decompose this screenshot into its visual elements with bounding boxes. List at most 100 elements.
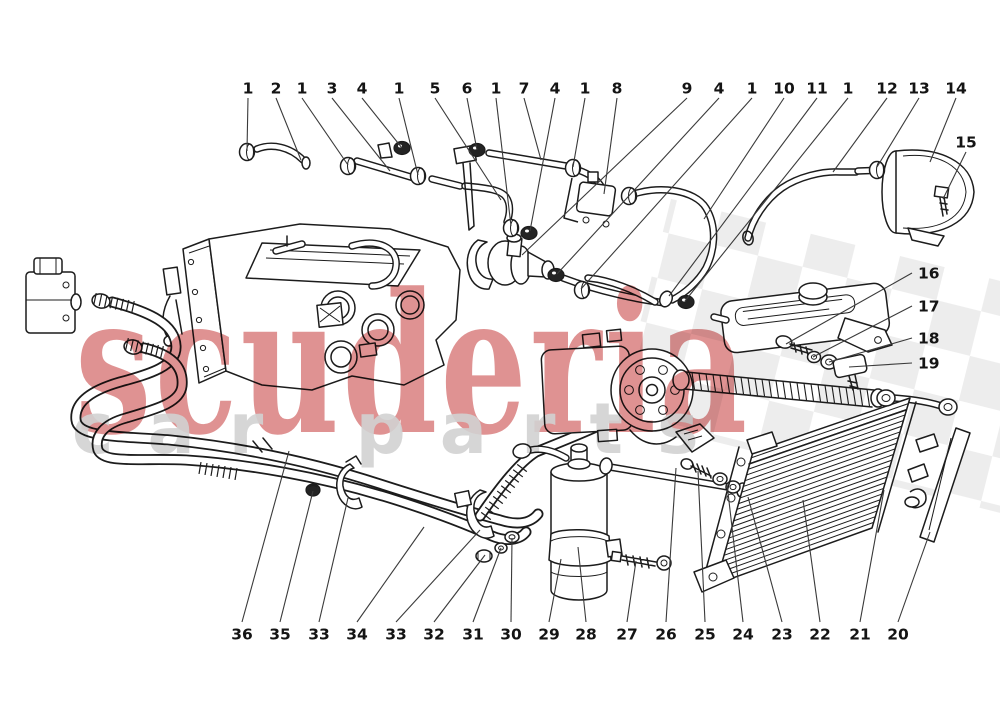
leader-line-part-12	[832, 97, 888, 173]
leader-line-part-28	[577, 546, 587, 623]
callout-number-28: 28	[575, 626, 597, 644]
callout-number-4: 4	[550, 80, 561, 98]
leader-line-part-13	[876, 97, 920, 168]
expansion-valve-illustration	[25, 257, 82, 334]
callout-number-1: 1	[394, 80, 405, 98]
callout-number-1: 1	[243, 80, 254, 98]
callout-number-25: 25	[694, 626, 716, 644]
leader-line-part-31	[472, 547, 502, 623]
callout-number-17: 17	[918, 298, 940, 316]
callout-number-7: 7	[519, 80, 530, 98]
leader-line-part-10	[703, 97, 785, 220]
callout-number-1: 1	[491, 80, 502, 98]
callout-number-35: 35	[269, 626, 291, 644]
leader-line-part-33	[318, 497, 349, 623]
leader-line-part-11	[668, 97, 818, 297]
leader-line-part-1	[246, 97, 249, 152]
callout-number-24: 24	[732, 626, 754, 644]
callout-number-32: 32	[423, 626, 445, 644]
evaporator-unit-illustration	[162, 223, 461, 391]
leader-line-part-19	[848, 362, 913, 368]
leader-line-part-18	[828, 337, 913, 363]
leader-line-part-15	[942, 151, 967, 200]
callout-number-14: 14	[945, 80, 967, 98]
leader-line-part-21	[859, 489, 885, 623]
leader-line-part-2	[275, 97, 302, 161]
callout-number-20: 20	[887, 626, 909, 644]
header-tank-illustration	[710, 282, 893, 391]
callout-number-11: 11	[806, 80, 828, 98]
leader-line-part-1	[684, 97, 849, 302]
callout-number-4: 4	[714, 80, 725, 98]
leader-line-part-8	[603, 97, 618, 195]
brand-watermark: scuderia car parts	[72, 252, 750, 479]
leader-line-part-23	[747, 496, 783, 623]
checkered-flag-watermark	[616, 198, 1000, 514]
callout-number-34: 34	[346, 626, 368, 644]
leader-line-part-33	[395, 529, 481, 623]
leader-line-part-4	[529, 97, 556, 232]
leader-line-part-24	[726, 483, 744, 623]
leader-line-part-20	[897, 531, 931, 623]
leader-line-part-4	[556, 97, 720, 275]
callout-number-22: 22	[809, 626, 831, 644]
heater-valve-illustration	[466, 171, 670, 307]
leader-line-part-26	[665, 467, 677, 623]
leader-line-part-7	[523, 97, 542, 161]
leader-line-part-4	[361, 97, 403, 149]
leader-line-part-1	[301, 97, 349, 166]
callout-number-23: 23	[771, 626, 793, 644]
watermark-subtitle-text: car parts	[72, 388, 733, 470]
callout-number-33: 33	[308, 626, 330, 644]
callout-number-6: 6	[462, 80, 473, 98]
callout-number-33: 33	[385, 626, 407, 644]
callout-number-10: 10	[773, 80, 795, 98]
callout-number-19: 19	[918, 355, 940, 373]
callout-number-36: 36	[231, 626, 253, 644]
illustration	[25, 142, 975, 601]
callout-number-16: 16	[918, 265, 940, 283]
heater-hoses-illustration	[253, 142, 606, 231]
callout-number-30: 30	[500, 626, 522, 644]
receiver-drier-illustration	[305, 443, 748, 601]
callout-number-27: 27	[616, 626, 638, 644]
condenser-illustration	[693, 397, 971, 593]
callout-number-31: 31	[462, 626, 484, 644]
leader-line-part-22	[802, 499, 821, 623]
leader-line-part-5	[434, 97, 502, 201]
callout-number-8: 8	[612, 80, 623, 98]
callout-number-13: 13	[908, 80, 930, 98]
leader-line-part-27	[626, 560, 637, 623]
leader-line-part-30	[510, 537, 513, 623]
leader-line-part-35	[279, 490, 314, 623]
leader-line-part-1	[495, 97, 512, 227]
callout-number-3: 3	[327, 80, 338, 98]
callout-number-5: 5	[430, 80, 441, 98]
callout-number-1: 1	[297, 80, 308, 98]
leader-line-part-29	[548, 558, 562, 623]
leader-line-part-1	[398, 97, 419, 176]
callout-number-4: 4	[357, 80, 368, 98]
leader-line-part-36	[241, 450, 290, 623]
callout-number-26: 26	[655, 626, 677, 644]
callout-number-29: 29	[538, 626, 560, 644]
callout-number-2: 2	[271, 80, 282, 98]
leader-line-part-17	[812, 305, 913, 358]
leader-line-part-1	[572, 97, 586, 168]
watermark-brand-text: scuderia	[75, 252, 750, 479]
leader-line-part-25	[697, 470, 706, 623]
callout-number-1: 1	[843, 80, 854, 98]
callout-number-21: 21	[849, 626, 871, 644]
leader-line-part-9	[521, 97, 688, 256]
compressor-illustration	[540, 328, 948, 453]
leader-line-part-6	[466, 97, 478, 151]
leader-line-part-16	[785, 272, 913, 345]
callout-number-9: 9	[682, 80, 693, 98]
callout-number-18: 18	[918, 330, 940, 348]
callout-number-1: 1	[747, 80, 758, 98]
leader-line-part-32	[433, 554, 486, 623]
callout-number-1: 1	[580, 80, 591, 98]
